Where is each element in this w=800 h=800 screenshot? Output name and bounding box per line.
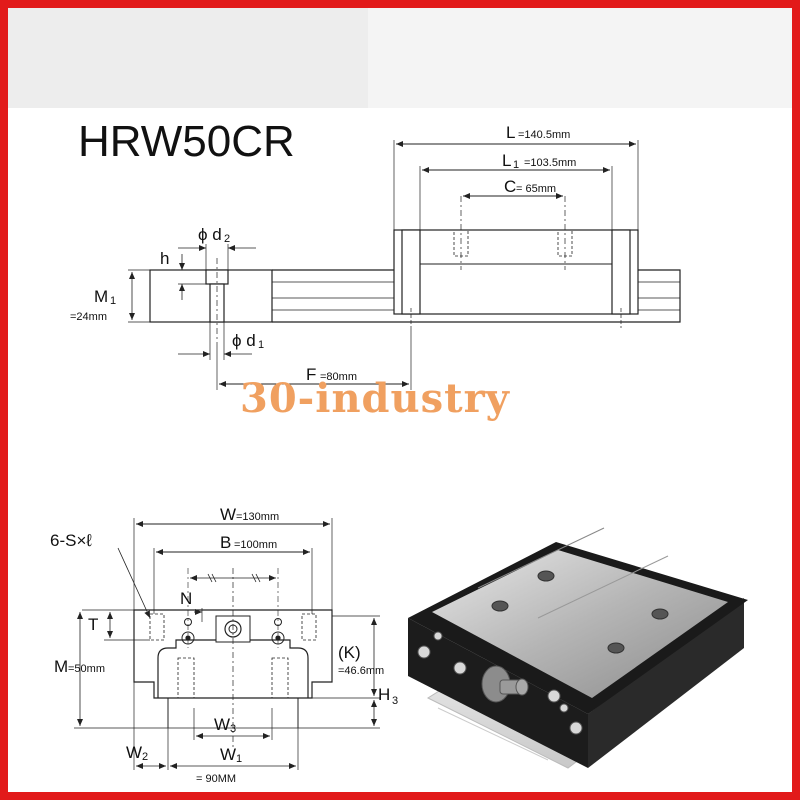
dim-W1-subscript: 1 [236, 753, 242, 765]
dim-M-value: =50mm [68, 663, 105, 675]
dim-K-value: =46.6mm [338, 665, 384, 677]
product-render [408, 527, 748, 769]
dim-L-value: =140.5mm [518, 129, 570, 141]
diagram-canvas: HRW50CR L =140.5mm [8, 8, 792, 785]
dim-H3-symbol: H [378, 685, 390, 704]
top-band-left [8, 8, 368, 108]
dim-M1-symbol: M [94, 287, 108, 306]
front-view [133, 518, 333, 748]
dim-K-symbol: (K) [338, 643, 361, 662]
dim-L1-symbol: L [502, 151, 511, 170]
grease-nipple-icon [481, 665, 529, 703]
dim-C-symbol: C [504, 177, 516, 196]
dim-W3-subscript: 3 [230, 723, 236, 735]
side-view [149, 140, 681, 348]
dim-M1-value: =24mm [70, 311, 107, 323]
dim-F-symbol: F [306, 365, 316, 384]
dim-M1-subscript: 1 [110, 295, 116, 307]
dim-W-value: =130mm [236, 511, 279, 523]
dim-W-symbol: W [220, 505, 236, 524]
dim-C-value: = 65mm [516, 183, 556, 195]
dim-h-symbol: h [160, 249, 169, 268]
dim-S-label: 6-S×ℓ [50, 531, 92, 550]
dim-W3-symbol: W [214, 715, 230, 734]
dim-d2-symbol: ϕ d [198, 225, 222, 244]
end-seal-left [401, 229, 421, 315]
dim-d2-subscript: 2 [224, 233, 230, 245]
dim-L-symbol: L [506, 123, 515, 142]
dim-W2-subscript: 2 [142, 751, 148, 763]
dim-L1-subscript: 1 [513, 159, 519, 171]
dim-d1-subscript: 1 [258, 339, 264, 351]
dim-M-symbol: M [54, 657, 68, 676]
dim-d1-symbol: ϕ d [232, 331, 256, 350]
end-seal-right [611, 229, 631, 315]
diagram-frame: HRW50CR L =140.5mm [8, 8, 792, 792]
page-title: HRW50CR [78, 117, 295, 166]
carriage-block [393, 229, 639, 315]
dim-H3-subscript: 3 [392, 695, 398, 707]
dim-F-value: =80mm [320, 371, 357, 383]
watermark: 30-industry [240, 375, 511, 422]
dim-W1-value: = 90MM [196, 773, 236, 785]
carriage-top-face [432, 550, 728, 698]
dim-W1-symbol: W [220, 745, 236, 764]
carriage-side-face [588, 598, 744, 768]
dim-B-symbol: B [220, 533, 231, 552]
dim-W2-symbol: W [126, 743, 142, 762]
dim-L1-value: =103.5mm [524, 157, 576, 169]
dim-N-symbol: N [180, 589, 192, 608]
dim-B-value: =100mm [234, 539, 277, 551]
dim-T-symbol: T [88, 615, 98, 634]
